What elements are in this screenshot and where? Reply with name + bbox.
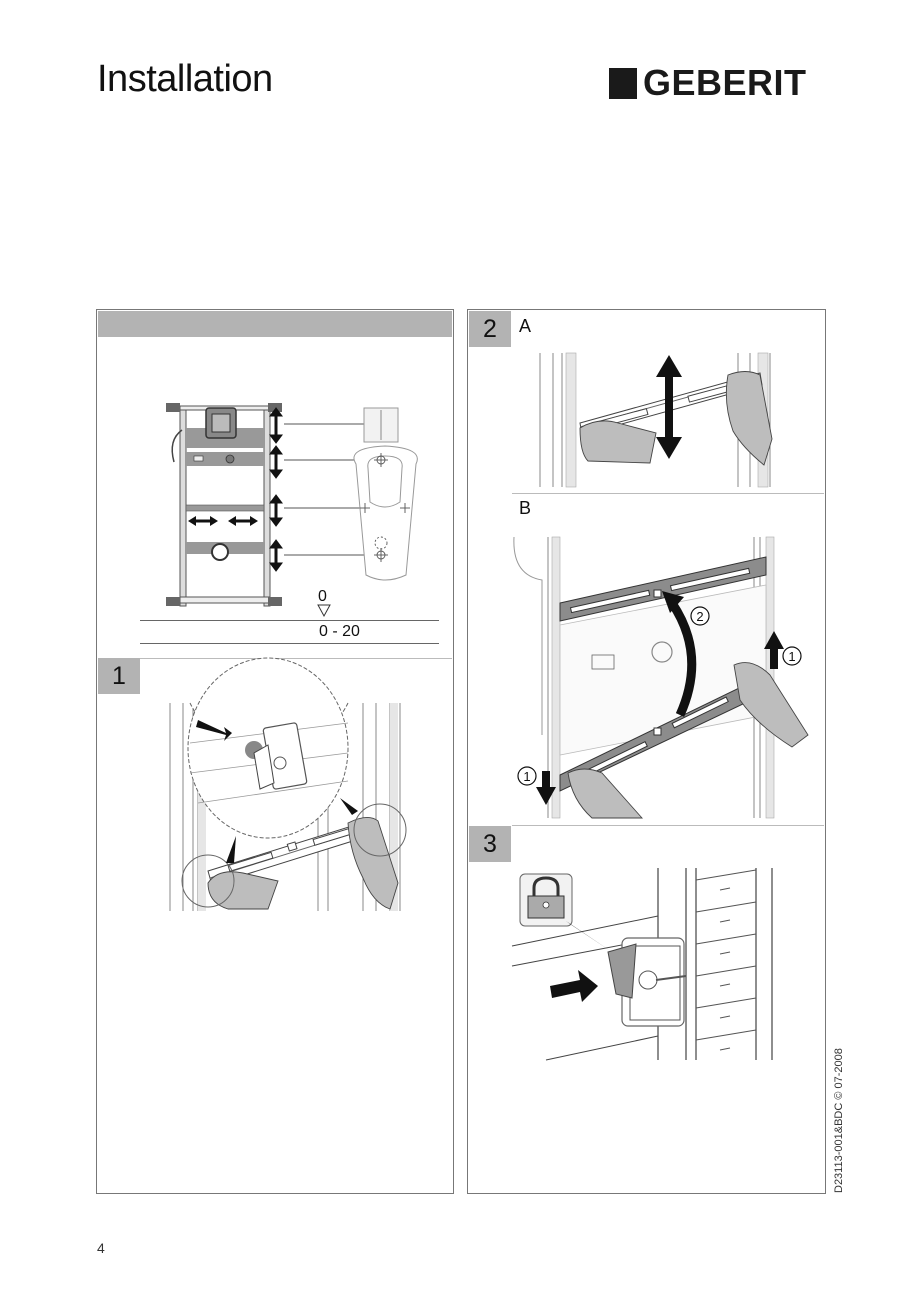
callout-2: 2 bbox=[696, 609, 703, 624]
step-2-3-divider bbox=[512, 825, 824, 826]
step-2-ab-divider bbox=[512, 493, 824, 494]
step-1-illustration bbox=[169, 657, 407, 911]
step1-divider bbox=[140, 658, 452, 659]
document-reference: D23113-001&BDC © 07-2008 bbox=[833, 1048, 845, 1193]
step-3-badge: 3 bbox=[469, 826, 511, 862]
page-number: 4 bbox=[97, 1240, 105, 1256]
logo-square-icon bbox=[609, 67, 637, 99]
step-2b-illustration: 2 1 1 bbox=[513, 536, 809, 819]
overview-header-bar bbox=[98, 311, 452, 337]
svg-text:1: 1 bbox=[523, 769, 530, 784]
step-2a-label: A bbox=[519, 316, 532, 336]
brand-logo: GEBERIT bbox=[609, 62, 807, 103]
range-label: 0 - 20 bbox=[319, 623, 360, 640]
range-line bbox=[140, 643, 439, 644]
step-2a-illustration bbox=[539, 352, 773, 488]
step-2b-label: B bbox=[519, 498, 532, 518]
page-title: Installation bbox=[97, 58, 273, 100]
frame-overview-illustration bbox=[166, 403, 418, 607]
level-triangle-icon bbox=[317, 604, 331, 618]
level-mark-label: 0 bbox=[318, 588, 327, 605]
svg-text:1: 1 bbox=[788, 649, 795, 664]
step-2-badge: 2 bbox=[469, 311, 511, 347]
brand-name: GEBERIT bbox=[643, 62, 807, 103]
step-3-illustration bbox=[511, 868, 773, 1061]
floor-line bbox=[140, 620, 439, 621]
step-1-badge: 1 bbox=[98, 658, 140, 694]
